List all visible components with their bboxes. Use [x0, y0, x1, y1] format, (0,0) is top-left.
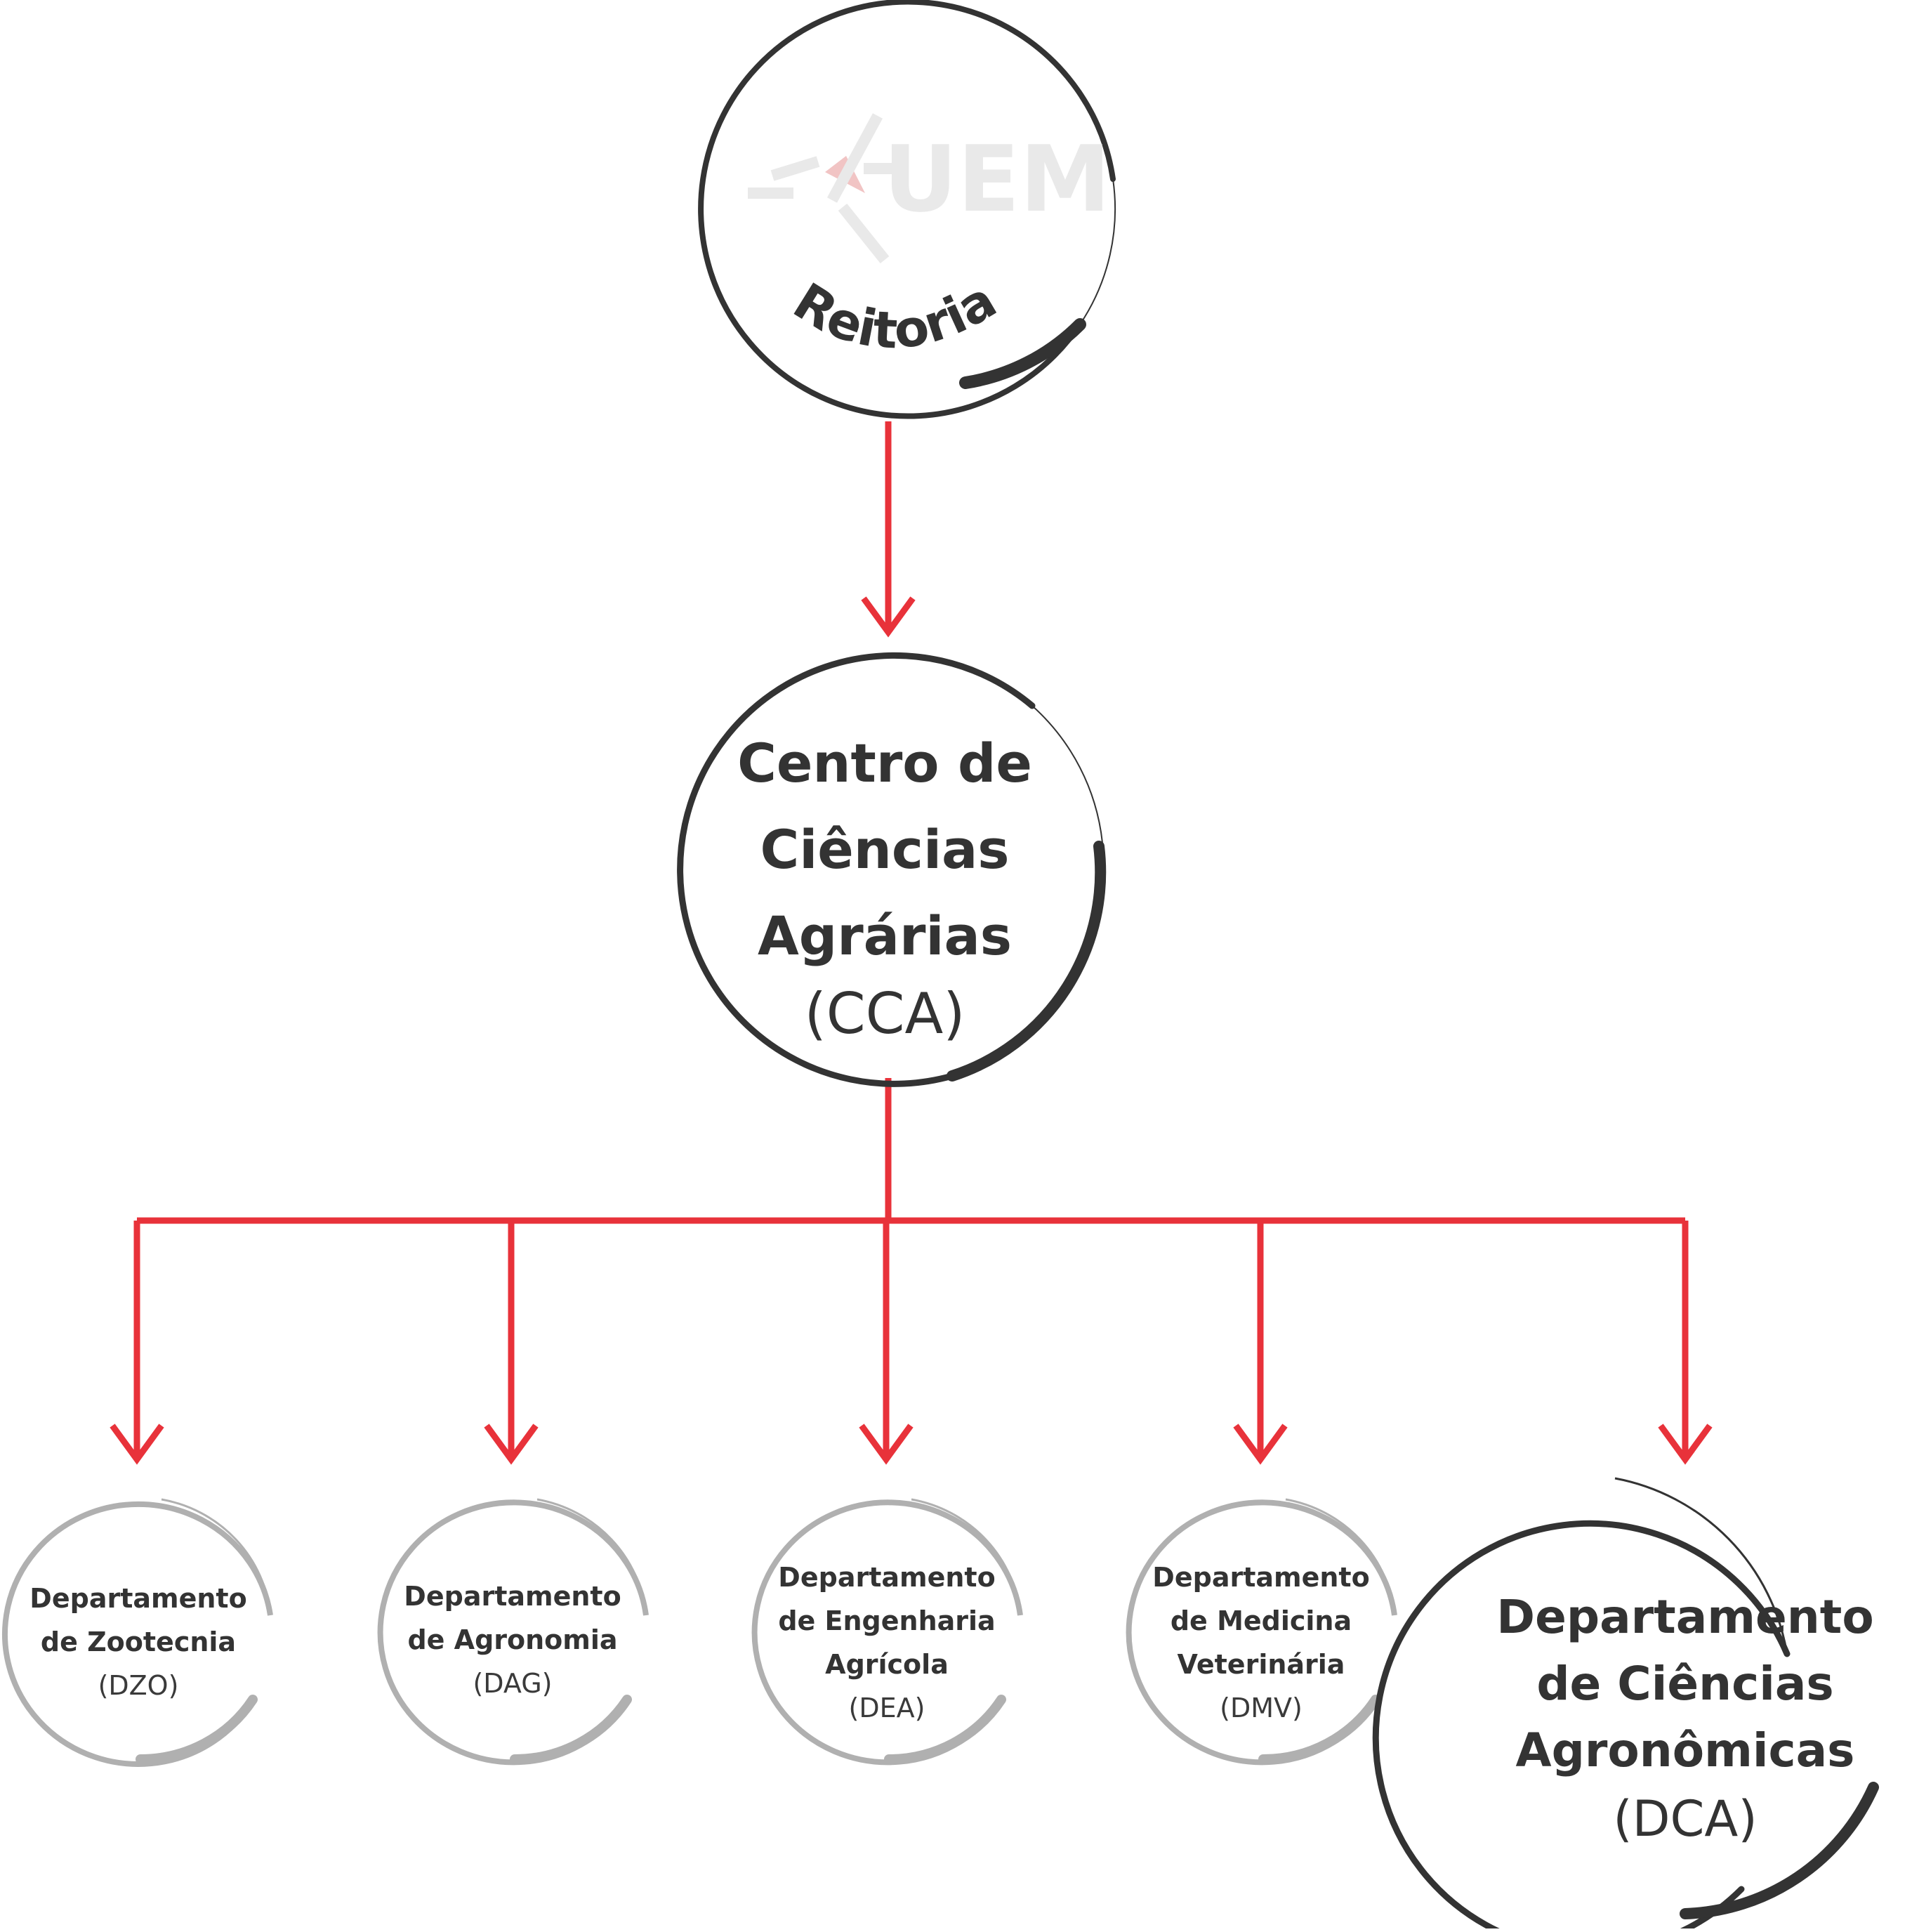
- dept-dag-line-2: de Agronomia: [407, 1624, 618, 1655]
- cca-line-2: Ciências: [760, 818, 1010, 881]
- dept-ring-dag: [377, 1498, 649, 1766]
- dept-dea-abbr: (DEA): [848, 1693, 925, 1723]
- dept-label-dag: Departamento de Agronomia (DAG): [393, 1575, 632, 1705]
- reitoria-ring-thin: [698, 0, 1116, 419]
- arrowhead-dea: [859, 1424, 914, 1465]
- dept-label-dea: Departamento de Engenharia Agrícola (DEA…: [767, 1556, 1006, 1730]
- dept-dea-line-3: Agrícola: [825, 1649, 949, 1680]
- dept-dzo-abbr: (DZO): [98, 1670, 179, 1701]
- dca-node: [1372, 1477, 1879, 1932]
- dept-ring-dmv: [1126, 1498, 1397, 1766]
- cca-abbr: (CCA): [804, 981, 965, 1046]
- cca-line-3: Agrárias: [757, 905, 1013, 967]
- arrowhead-cca: [861, 596, 916, 638]
- arrowhead-dzo: [110, 1424, 164, 1465]
- dept-dzo-line-1: Departamento: [29, 1583, 247, 1614]
- cca-label: Centro de Ciências Agrárias (CCA): [695, 720, 1074, 1049]
- cca-ring-thick: [947, 841, 1107, 1082]
- dca-ring-accent: [1614, 1477, 1788, 1655]
- dept-dzo-line-2: de Zootecnia: [40, 1627, 237, 1657]
- dept-dmv-line-2: de Medicina: [1170, 1605, 1352, 1636]
- dept-dea-line-1: Departamento: [778, 1562, 996, 1593]
- dept-dag-abbr: (DAG): [473, 1668, 553, 1699]
- dept-dmv-line-1: Departamento: [1152, 1562, 1370, 1593]
- reitoria-node: UEM Reitoria: [698, 0, 1116, 419]
- uem-logo-icon: UEM: [748, 113, 1111, 263]
- reitoria-ring-thick: [959, 318, 1086, 389]
- dca-abbr: (DCA): [1613, 1790, 1758, 1848]
- arrowhead-dmv: [1233, 1424, 1288, 1465]
- dca-line-3: Agronômicas: [1515, 1723, 1855, 1777]
- cca-node: [677, 652, 1107, 1087]
- dca-line-1: Departamento: [1496, 1590, 1874, 1644]
- dept-dag-line-1: Departamento: [404, 1581, 621, 1612]
- cca-line-1: Centro de: [737, 732, 1032, 794]
- cca-ring-accent: [1031, 705, 1103, 843]
- dca-line-2: de Ciências: [1536, 1657, 1834, 1711]
- cca-ring-thin: [677, 652, 1036, 1087]
- connectors: [110, 421, 1713, 1465]
- reitoria-label: Reitoria: [784, 270, 1006, 361]
- dept-label-dzo: Departamento de Zootecnia (DZO): [19, 1577, 258, 1707]
- uem-logo-text: UEM: [883, 126, 1111, 232]
- dept-dmv-abbr: (DMV): [1220, 1693, 1303, 1723]
- arrowhead-dag: [484, 1424, 539, 1465]
- arrowhead-dca: [1658, 1424, 1713, 1465]
- dept-dea-line-2: de Engenharia: [778, 1605, 996, 1636]
- dept-dmv-line-3: Veterinária: [1177, 1649, 1345, 1680]
- dept-ring-dea: [751, 1498, 1023, 1766]
- dept-label-dmv: Departamento de Medicina Veterinária (DM…: [1142, 1556, 1380, 1730]
- dca-ring-thin: [1372, 1520, 1791, 1932]
- dca-ring-thick: [1680, 1782, 1879, 1919]
- reitoria-ring-accent: [1079, 178, 1116, 325]
- dept-ring-dzo: [2, 1498, 273, 1767]
- dca-label: Departamento de Ciências Agronômicas (DC…: [1475, 1584, 1896, 1854]
